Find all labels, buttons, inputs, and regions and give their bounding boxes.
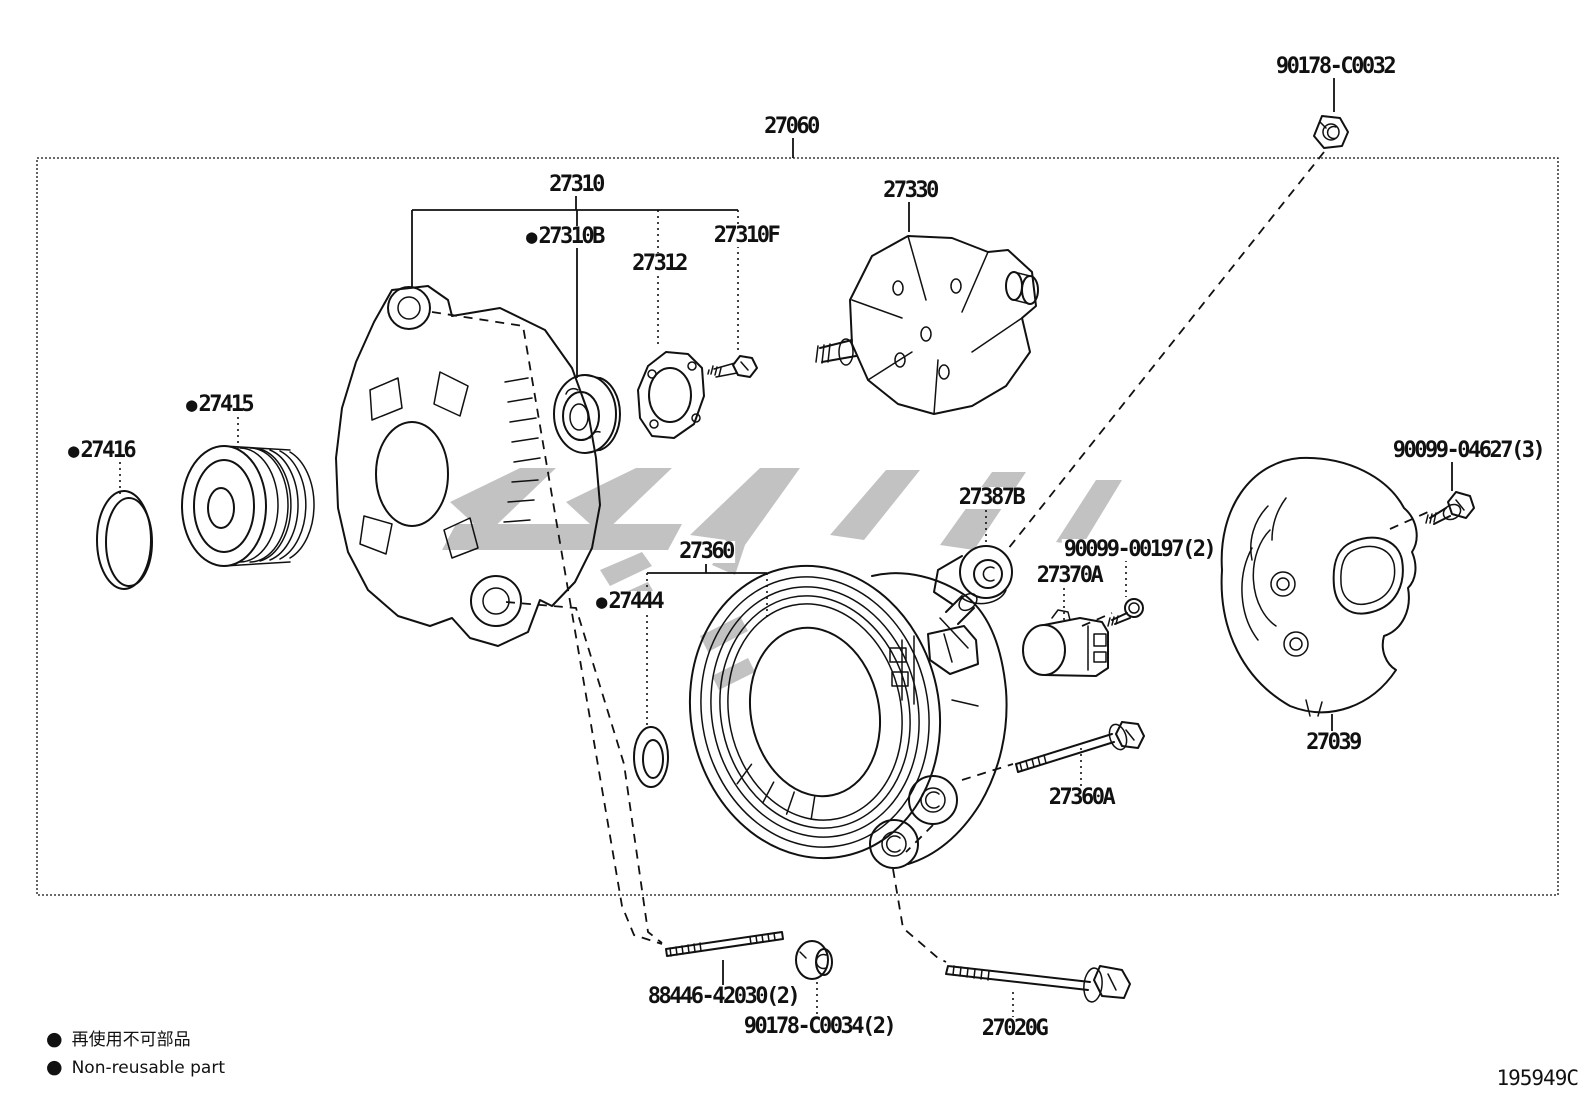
part-label-27387B: 27387B	[956, 485, 1026, 510]
part-label-27039: 27039	[1304, 730, 1362, 755]
part-label-27360A: 27360A	[1046, 785, 1116, 810]
part-label-27310: 27310	[547, 172, 605, 197]
non-reusable-icon: ●	[526, 226, 538, 248]
part-label-90178-C0034: 90178-C0034(2)	[741, 1014, 897, 1039]
part-label-88446-42030: 88446-42030(2)	[645, 984, 801, 1009]
rear-cover-drawing	[1220, 456, 1418, 717]
stator-bolt-drawing	[1015, 721, 1145, 773]
part-label-27310F: 27310F	[711, 223, 781, 248]
part-label-90178-C0032: 90178-C0032	[1273, 54, 1397, 79]
regulator-screw-drawing	[1107, 598, 1144, 627]
assembly-boundary-box	[36, 157, 1559, 896]
stud-bolt-drawing	[665, 931, 784, 957]
through-bolt-drawing	[945, 965, 1131, 1003]
part-label-27020G: 27020G	[979, 1016, 1049, 1041]
part-label-27415: ●27415	[184, 392, 255, 417]
part-label-27416: ●27416	[66, 438, 137, 463]
stator-assembly-drawing	[688, 564, 1008, 869]
part-label-27310B: ●27310B	[524, 224, 605, 249]
non-reusable-icon: ●	[46, 1056, 63, 1078]
rotor-drawing	[815, 235, 1039, 415]
terminal-nut-drawing	[1313, 115, 1349, 149]
part-label-27060: 27060	[762, 114, 820, 139]
part-label-27444: ●27444	[594, 589, 665, 614]
pulley-cap-drawing	[96, 490, 153, 590]
part-label-90099-00197: 90099-00197(2)	[1061, 537, 1217, 562]
pulley-drawing	[181, 445, 315, 567]
bearing-retainer-drawing	[637, 351, 705, 439]
cover-bolt-drawing	[1425, 491, 1475, 525]
drawing-code: 195949C	[1496, 1066, 1579, 1090]
non-reusable-icon: ●	[596, 591, 608, 613]
retainer-screw-drawing	[707, 355, 758, 378]
bearing-drawing	[553, 374, 621, 454]
regulator-drawing	[1022, 609, 1109, 677]
part-label-27312: 27312	[630, 251, 688, 276]
non-reusable-icon: ●	[68, 440, 80, 462]
flange-nut-drawing	[795, 940, 833, 980]
part-label-27360: 27360	[677, 539, 735, 564]
terminal-insulator-drawing	[933, 545, 1013, 605]
part-label-27370A: 27370A	[1034, 563, 1104, 588]
front-bracket-drawing	[335, 285, 601, 647]
part-label-27330: 27330	[881, 178, 939, 203]
legend-non-reusable-en: ●Non-reusable part	[46, 1056, 225, 1078]
assembly-dashed-lines	[431, 151, 1429, 963]
part-label-90099-04627: 90099-04627(3)	[1390, 438, 1546, 463]
legend-non-reusable-ja: ●再使用不可部品	[46, 1028, 191, 1050]
seal-ring-drawing	[633, 726, 669, 788]
non-reusable-icon: ●	[186, 394, 198, 416]
non-reusable-icon: ●	[46, 1028, 63, 1050]
